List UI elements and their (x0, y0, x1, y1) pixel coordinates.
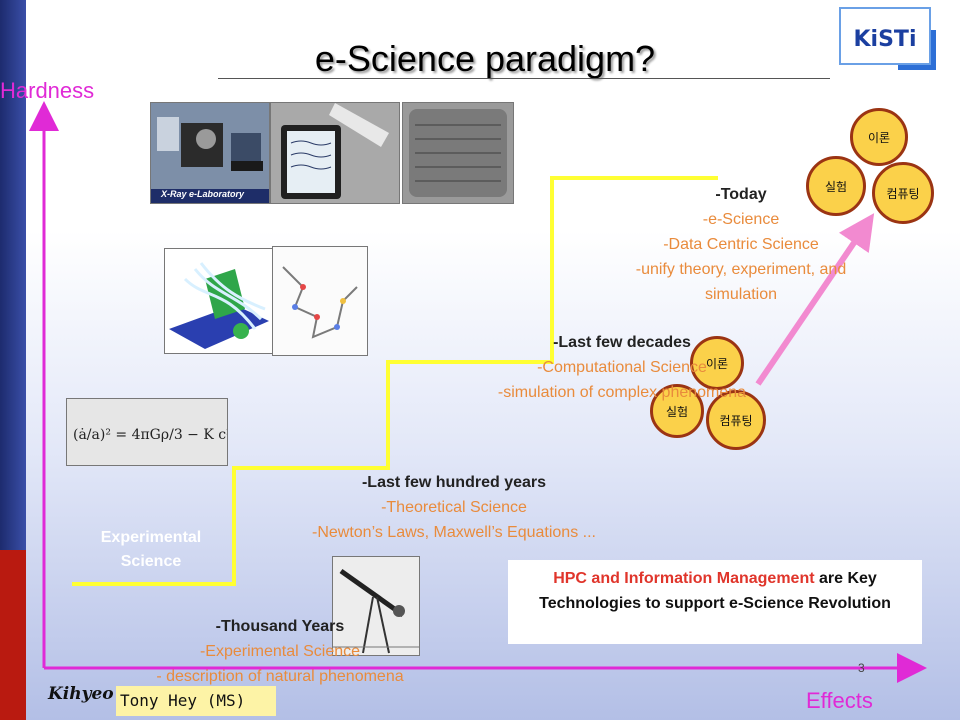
stage-today: -Today -e-Science -Data Centric Science … (560, 182, 922, 307)
experiment-circle-small: 실험 (650, 384, 704, 438)
stage-heading: -Today (715, 186, 767, 203)
transition-arrow (755, 213, 875, 386)
page-number: 3 (858, 661, 865, 675)
svg-text:KiSTi: KiSTi (854, 27, 917, 52)
stage-line: - description of natural phenomena (156, 668, 404, 685)
notebook-photo (270, 102, 400, 204)
stage-line: -unify theory, experiment, and (635, 261, 847, 278)
stage-line: -Computational Science (537, 359, 707, 376)
stage-thousand-years: -Thousand Years -Experimental Science - … (110, 614, 450, 689)
x-axis-label: Effects (806, 688, 873, 713)
y-axis-label: Hardness (0, 78, 95, 103)
computing-circle-small: 컴퓨팅 (706, 390, 766, 450)
kisti-logo: KiSTi (839, 7, 936, 70)
simulation-visualization (164, 248, 274, 354)
stage-hundred-years: -Last few hundred years -Theoretical Sci… (244, 470, 664, 545)
stage-line: -simulation of complex phenomena (497, 384, 747, 401)
paradigm-staircase (72, 176, 718, 586)
xray-lab-caption: X-Ray e-Laboratory (161, 189, 245, 199)
svg-text:(ȧ/a)² = 4πGρ/3 − K c²/a²: (ȧ/a)² = 4πGρ/3 − K c²/a² (73, 427, 227, 443)
stage-heading: -Last few decades (553, 334, 691, 351)
experimental-science-label: Experimental Science (100, 529, 202, 570)
theory-circle-large: 이론 (850, 108, 908, 166)
left-accent-bar-red (0, 550, 26, 720)
equation-image: (ȧ/a)² = 4πGρ/3 − K c²/a² (66, 398, 228, 466)
molecular-structure (272, 246, 368, 356)
experiment-circle-large: 실험 (806, 156, 866, 216)
telescope-engraving (332, 556, 420, 656)
page-title: e-Science paradigm? (314, 38, 656, 79)
stage-line: simulation (704, 286, 778, 303)
stage-line: -Theoretical Science (381, 499, 527, 516)
left-accent-bar (0, 0, 26, 550)
ancient-tablet-photo (402, 102, 514, 204)
hpc-callout-box (508, 560, 922, 644)
theory-circle-small: 이론 (690, 336, 744, 390)
stage-line: -Experimental Science (199, 643, 361, 660)
computing-circle-large: 컴퓨팅 (872, 162, 934, 224)
stage-heading: -Thousand Years (215, 618, 345, 635)
author-label: Kihyeo (48, 684, 114, 704)
title-underline (218, 78, 830, 79)
stage-line: -Newton’s Laws, Maxwell’s Equations ... (312, 524, 596, 541)
stage-heading: -Last few hundred years (361, 474, 547, 491)
source-label: Tony Hey (MS) (116, 686, 276, 716)
hpc-callout-text: HPC and Information Management are Key T… (539, 570, 891, 612)
stage-line: -Data Centric Science (663, 236, 819, 253)
stage-line: -e-Science (702, 211, 780, 228)
stage-few-decades: -Last few decades -Computational Science… (412, 330, 832, 405)
xray-lab-photo: X-Ray e-Laboratory (150, 102, 270, 204)
